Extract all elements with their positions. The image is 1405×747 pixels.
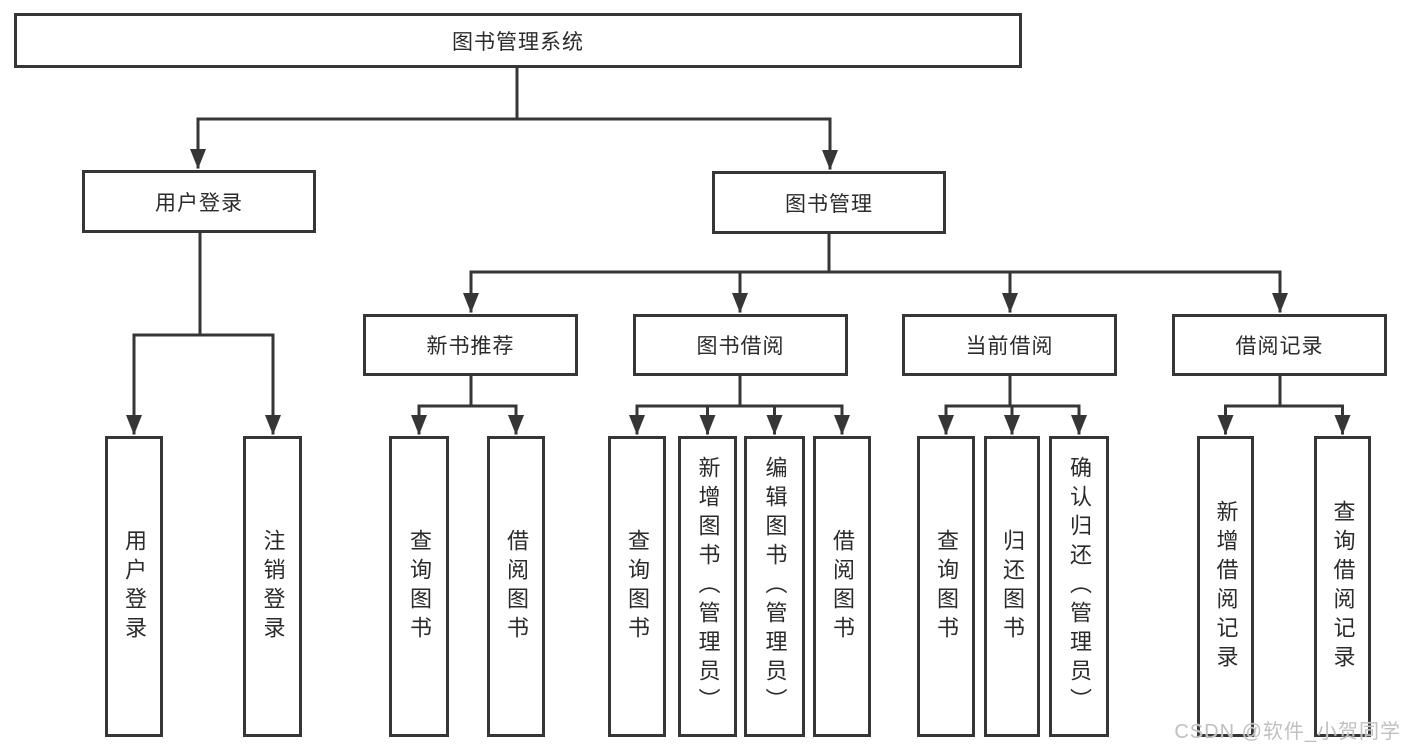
leaf-login-user-login: 用户登录 — [105, 436, 163, 737]
connector-record-to-leaves — [1217, 374, 1351, 435]
watermark: CSDN @软件_小贺同学 — [1174, 721, 1401, 743]
leaf-borrow-edit-book-admin: 编辑图书（管理员） — [744, 436, 805, 737]
leaf-record-search-record: 查询借阅记录 — [1314, 436, 1371, 737]
node-book-borrowing: 图书借阅 — [633, 314, 848, 376]
leaf-borrow-borrow-book: 借阅图书 — [813, 436, 871, 737]
connector-mgmt-to-level3 — [463, 232, 1288, 313]
leaf-record-add-record: 新增借阅记录 — [1197, 436, 1254, 737]
node-book-management: 图书管理 — [712, 171, 946, 234]
connector-login-to-leaves — [126, 231, 281, 435]
connector-new-to-leaves — [411, 374, 524, 435]
leaf-current-search-book: 查询图书 — [917, 436, 975, 737]
leaf-new-search-book: 查询图书 — [389, 436, 449, 737]
leaf-borrow-search-book: 查询图书 — [608, 436, 666, 737]
connector-root-to-level2 — [190, 66, 838, 170]
connector-borrow-to-leaves — [629, 374, 850, 435]
leaf-borrow-add-book-admin: 新增图书（管理员） — [678, 436, 737, 737]
leaf-current-confirm-return: 确认归还（管理员） — [1049, 436, 1109, 737]
node-current-borrowing: 当前借阅 — [902, 314, 1117, 376]
leaf-current-return-book: 归还图书 — [984, 436, 1040, 737]
connector-current-to-leaves — [938, 374, 1087, 435]
leaf-new-borrow-book: 借阅图书 — [487, 436, 545, 737]
node-library-system: 图书管理系统 — [14, 13, 1022, 68]
leaf-login-logout: 注销登录 — [243, 436, 302, 737]
node-user-login: 用户登录 — [82, 170, 316, 233]
node-borrow-records: 借阅记录 — [1172, 314, 1387, 376]
node-new-book-recommend: 新书推荐 — [363, 314, 578, 376]
